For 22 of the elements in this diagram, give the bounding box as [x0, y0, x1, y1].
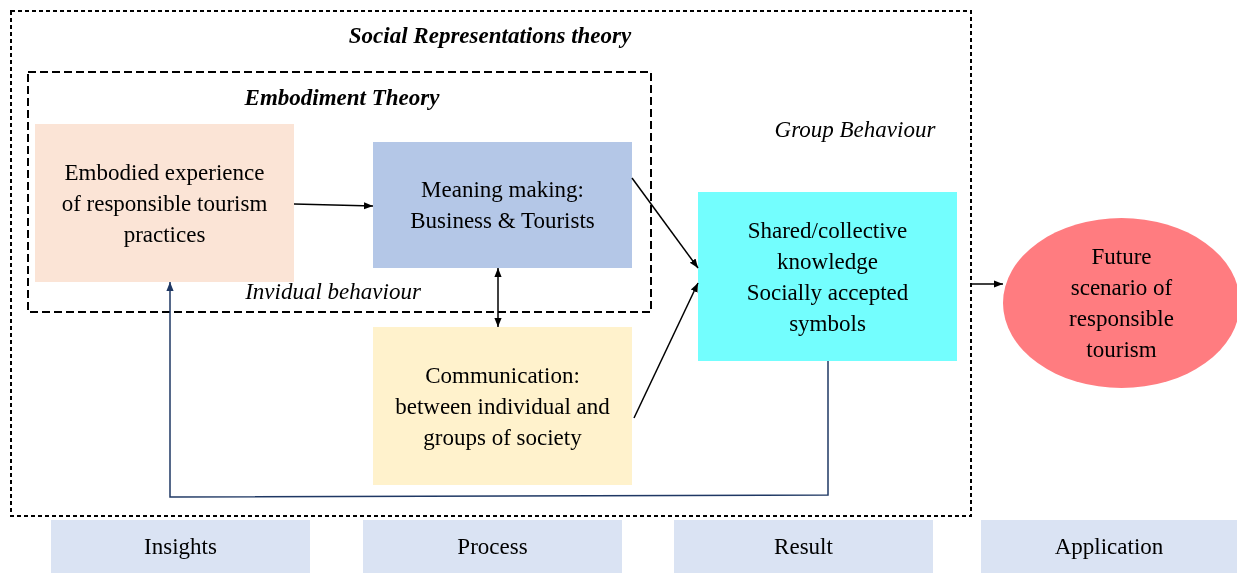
stage-bar: Application: [981, 520, 1237, 573]
outcome-ellipse: Future scenario of responsible tourism: [1003, 218, 1237, 388]
arrow: [633, 282, 699, 419]
arrow: [293, 202, 374, 210]
stage-bar: Insights: [51, 520, 310, 573]
individual-frame: [27, 71, 652, 313]
group-frame: [10, 10, 972, 517]
arrow: [166, 281, 829, 498]
stage-bar: Process: [363, 520, 622, 573]
frame-label: Group Behaviour: [773, 116, 937, 144]
process-box: Meaning making: Business & Tourists: [373, 142, 632, 268]
arrow: [631, 177, 699, 269]
arrow: [971, 280, 1004, 288]
stage-bar: Result: [674, 520, 933, 573]
frame-title: Social Representations theory: [347, 22, 633, 50]
box-text: Shared/collective knowledge: [746, 216, 909, 276]
result-box: [698, 192, 957, 361]
frame-title: Embodiment Theory: [243, 84, 441, 112]
process-box: Embodied experience of responsible tourism practices: [35, 124, 294, 282]
arrow: [494, 267, 502, 328]
process-box: Communication: between individual and groups of society: [373, 327, 632, 485]
box-text: Socially accepted symbols: [745, 278, 910, 338]
